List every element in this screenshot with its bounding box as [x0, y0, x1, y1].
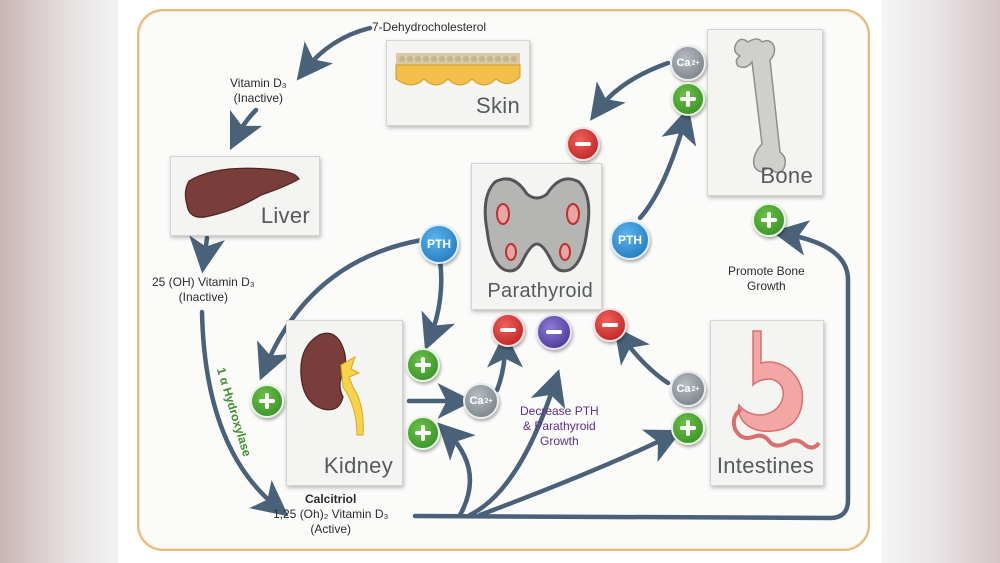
arrow-calcitriol-to-bone: [412, 220, 851, 521]
arrow-calcitriol-to-kidney: [437, 422, 476, 518]
ca-charge: 2+: [484, 397, 493, 405]
label-promote-bone-growth: Promote Bone Growth: [728, 264, 805, 294]
label-calcitriol: Calcitriol 1,25 (Oh)₂ Vitamin D₃ (Active…: [273, 492, 388, 537]
skin-layers-illustration: [395, 53, 521, 86]
arrow-pth-to-kidney-top: [421, 257, 456, 351]
kidney-card: Kidney: [286, 320, 403, 486]
plus-icon-bone-ca: [671, 82, 705, 116]
vitd3-line2: (Inactive): [233, 91, 284, 105]
calcitriol-title: Calcitriol: [305, 492, 357, 506]
liver-caption: Liver: [260, 203, 310, 228]
arrow-skin-to-vitd3: [296, 25, 373, 81]
intestines-caption: Intestines: [716, 453, 814, 478]
parathyroid-caption: Parathyroid: [487, 280, 593, 302]
bone-icon: [733, 38, 787, 174]
decrease-line1: Decrease PTH: [520, 404, 599, 418]
calcitriol-line2: (Active): [310, 522, 352, 536]
plus-icon-kidney-top: [406, 348, 440, 382]
plus-icon-kidney-bottom: [406, 416, 440, 450]
arrow-vitd3-to-liver: [229, 107, 263, 151]
skin-caption: Skin: [476, 93, 520, 118]
arrow-pth-to-kidney-plus: [257, 237, 425, 381]
bone-caption: Bone: [760, 163, 813, 188]
ca-symbol: Ca: [469, 395, 484, 407]
minus-icon-ca-kidney: [491, 313, 525, 347]
arrow-calcitriol-to-decrease: [467, 369, 566, 518]
blurred-background-left: [0, 0, 118, 563]
parathyroid-gland-icon: [483, 177, 591, 273]
arrow-calcitriol-to-intestines: [477, 429, 683, 518]
minus-icon-bone-feedback: [566, 127, 600, 161]
bone-card: Bone: [707, 29, 823, 196]
promote-line1: Promote Bone: [728, 264, 805, 278]
label-7-dehydrocholesterol: 7-Dehydrocholesterol: [372, 20, 487, 34]
plus-icon-bone-growth: [752, 203, 786, 237]
arrow-25oh-to-calcitriol: [199, 309, 289, 517]
label-decrease-pth: Decrease PTH & Parathyroid Growth: [520, 404, 599, 449]
ohvitd3-line2: (Inactive): [178, 290, 229, 304]
ca-symbol: Ca: [676, 57, 691, 69]
arrow-ca-to-parathyroid: [486, 331, 523, 393]
ca-symbol: Ca: [676, 383, 691, 395]
calcitriol-line1: 1,25 (Oh)₂ Vitamin D₃: [273, 507, 389, 521]
decrease-line3: Growth: [540, 434, 579, 448]
plus-icon-intestines: [671, 411, 705, 445]
label-vitamin-d3-inactive: Vitamin D₃ (Inactive): [230, 76, 287, 106]
kidney-icon: [300, 332, 364, 436]
minus-icon-intestine-feedback: [593, 308, 627, 342]
intestines-icon: [731, 330, 821, 450]
pth-badge-right: PTH: [610, 220, 650, 260]
decrease-line2: & Parathyroid: [523, 419, 596, 433]
label-25oh-vitamin-d3: 25 (OH) Vitamin D₃ (Inactive): [152, 275, 255, 305]
vitd3-line1: Vitamin D₃: [230, 76, 287, 90]
ohvitd3-line1: 25 (OH) Vitamin D₃: [152, 275, 255, 289]
intestines-card: Intestines: [710, 320, 824, 486]
arrow-intestine-ca-to-parathyroid: [613, 326, 671, 386]
parathyroid-card: Parathyroid: [471, 163, 602, 310]
promote-line2: Growth: [747, 279, 786, 293]
ca-charge: 2+: [691, 385, 700, 393]
arrow-pth-to-bone-ca: [637, 107, 697, 221]
pth-badge-left: PTH: [419, 224, 459, 264]
minus-icon-decrease-pth: [536, 314, 572, 350]
arrow-liver-to-25oh: [189, 235, 225, 274]
skin-card: Skin: [386, 40, 530, 126]
arrow-bone-ca-to-parathyroid: [590, 60, 671, 121]
plus-icon-hydroxylase: [250, 384, 284, 418]
kidney-caption: Kidney: [323, 453, 393, 478]
ca-charge: 2+: [691, 59, 700, 67]
liver-card: Liver: [170, 156, 320, 236]
liver-icon: [184, 167, 300, 218]
blurred-background-right: [882, 0, 1000, 563]
